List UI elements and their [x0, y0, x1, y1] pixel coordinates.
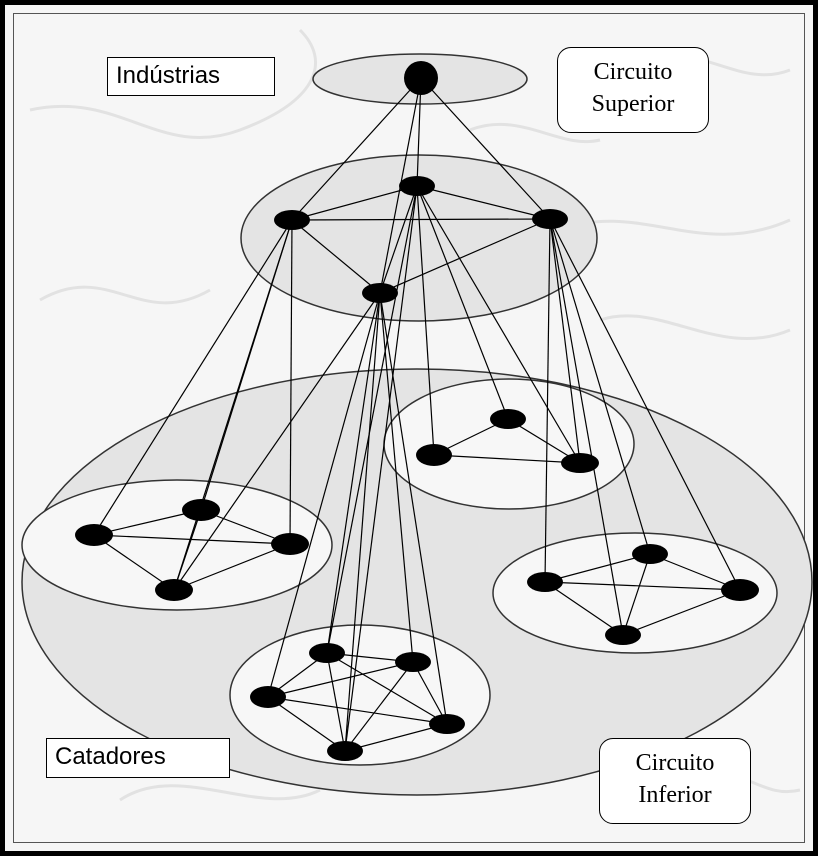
node-mid-center	[362, 283, 398, 303]
node-r-2	[527, 572, 563, 592]
node-rt-2	[416, 444, 452, 466]
circuito-superior-line-2: Superior	[591, 91, 675, 117]
circuito-inferior-label: Circuito Inferior	[599, 738, 751, 824]
industrias-label: Indústrias	[107, 57, 275, 96]
node-r-1	[632, 544, 668, 564]
node-b-3	[250, 686, 286, 708]
node-rt-3	[561, 453, 599, 473]
node-left-1	[75, 524, 113, 546]
node-b-4	[429, 714, 465, 734]
cluster-right	[492, 532, 778, 654]
node-mid-top	[399, 176, 435, 196]
node-r-4	[605, 625, 641, 645]
industry-node	[404, 61, 438, 95]
middle-ellipse	[240, 154, 598, 322]
node-rt-1	[490, 409, 526, 429]
circuito-inferior-line-1: Circuito	[635, 750, 715, 776]
circuito-superior-line-1: Circuito	[593, 59, 673, 85]
node-left-2	[182, 499, 220, 521]
circuito-inferior-line-2: Inferior	[638, 782, 712, 808]
node-r-3	[721, 579, 759, 601]
node-left-4	[155, 579, 193, 601]
node-b-5	[327, 741, 363, 761]
cluster-left	[21, 479, 333, 611]
node-b-1	[309, 643, 345, 663]
node-mid-right	[532, 209, 568, 229]
node-mid-left	[274, 210, 310, 230]
node-left-3	[271, 533, 309, 555]
node-b-2	[395, 652, 431, 672]
catadores-label: Catadores	[46, 738, 230, 778]
network-nodes	[75, 61, 759, 761]
inner-border	[13, 13, 805, 843]
circuito-superior-label: Circuito Superior	[557, 47, 709, 133]
cluster-right-top	[383, 378, 635, 510]
